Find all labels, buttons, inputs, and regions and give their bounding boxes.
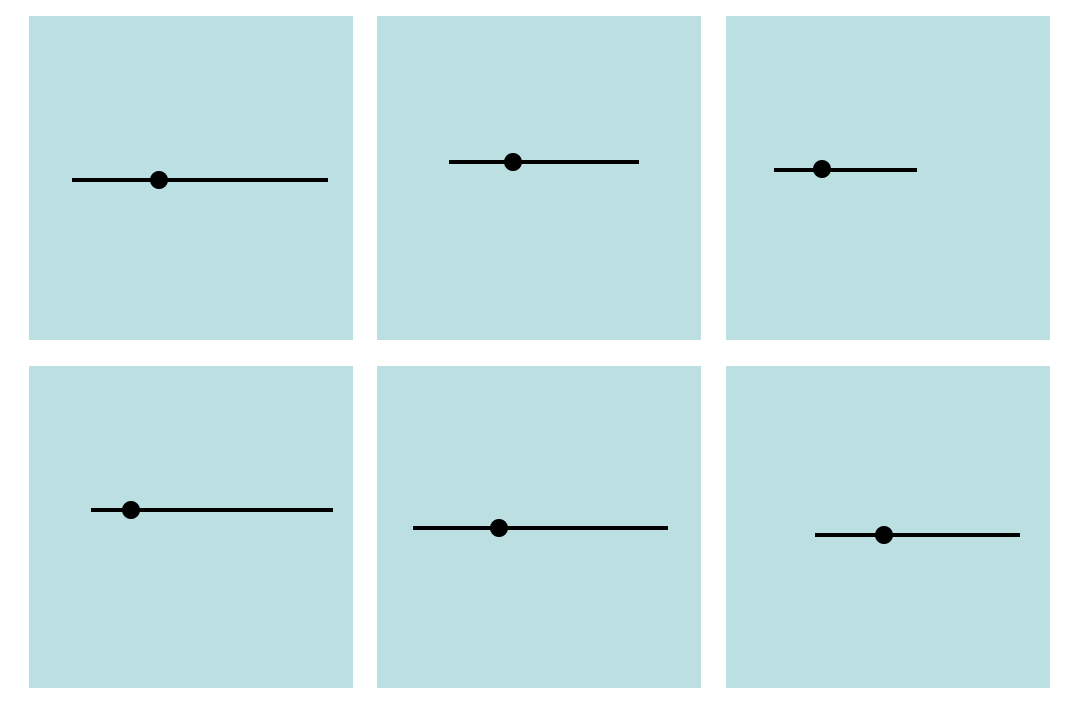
panel-5-dot xyxy=(490,519,508,537)
panel-6 xyxy=(726,366,1050,688)
panel-1 xyxy=(29,16,353,340)
panel-5 xyxy=(377,366,701,688)
panel-4-canvas xyxy=(91,501,333,519)
panel-4-dot xyxy=(122,501,140,519)
panel-1-dot xyxy=(150,171,168,189)
panel-2-canvas xyxy=(449,153,639,171)
panel-3-canvas xyxy=(774,160,917,178)
panel-5-canvas xyxy=(413,519,668,537)
panel-6-canvas xyxy=(815,526,1020,544)
panel-2-dot xyxy=(504,153,522,171)
panel-6-dot xyxy=(875,526,893,544)
panel-2 xyxy=(377,16,701,340)
panel-1-canvas xyxy=(72,171,328,189)
panel-3-dot xyxy=(813,160,831,178)
panel-3 xyxy=(726,16,1050,340)
panel-4 xyxy=(29,366,353,688)
